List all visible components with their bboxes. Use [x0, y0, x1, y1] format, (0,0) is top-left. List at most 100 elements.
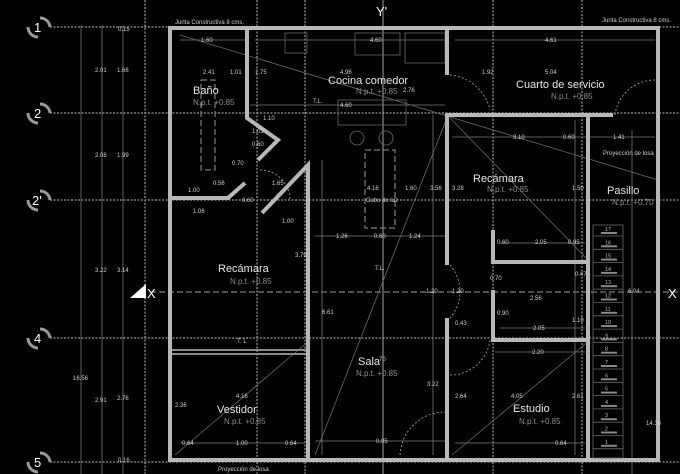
section-label-left: X — [147, 286, 156, 301]
stair-step-number: 14 — [605, 267, 611, 273]
dimension-label: 16.56 — [73, 376, 89, 382]
room-name: Recámara — [218, 263, 270, 275]
dimension-label: 1.75 — [255, 70, 267, 76]
stair-tread — [601, 391, 617, 394]
stair-tread — [601, 431, 617, 434]
sala-superscript: 70 — [379, 357, 386, 363]
stair-step-number: 1 — [605, 440, 608, 446]
stair-tread — [601, 338, 617, 341]
dimension-label: 1.01 — [252, 129, 264, 135]
dimension-label: 2.08 — [95, 153, 107, 159]
stair-step-number: 7 — [605, 360, 608, 366]
annotations: Junta Constructiva 8 cms. Junta Construc… — [175, 18, 671, 473]
dimension-label: 1.01 — [230, 70, 242, 76]
stair-tread — [601, 285, 617, 288]
proyeccion-note: Proyección de losa — [603, 151, 654, 157]
stair-outline — [592, 224, 624, 459]
dimension-label: 4.16 — [367, 186, 379, 192]
room-level: N.p.t. +0.85 — [551, 92, 593, 101]
proyeccion-note: Proyección de losa — [218, 467, 269, 473]
dimension-label: 1.60 — [201, 38, 213, 44]
dimension-label: 3.14 — [117, 268, 129, 274]
dimension-label: 3.22 — [427, 382, 439, 388]
dimension-label: 0.70 — [232, 161, 244, 167]
stair-tread — [601, 298, 617, 301]
dimension-label: 2.76 — [403, 88, 415, 94]
tl-note: T.L. — [375, 266, 385, 272]
dimension-label: 1.60 — [405, 186, 417, 192]
dimension-label: 2.01 — [95, 68, 107, 74]
dimension-label: 0.05 — [376, 439, 388, 445]
axis-label: 5 — [34, 455, 41, 470]
room-name: Pasillo — [607, 185, 639, 197]
room-name: Estudio — [513, 403, 550, 415]
dimension-label: 1.24 — [409, 234, 421, 240]
dimension-label: 4.16 — [236, 394, 248, 400]
dimension-label: 2.56 — [530, 296, 542, 302]
dimension-label: 1.92 — [482, 70, 494, 76]
dimension-label: 0.56 — [213, 181, 225, 187]
stair-tread — [601, 311, 617, 314]
dimension-label: 14.36 — [646, 421, 662, 427]
dimension-label: 4.60 — [340, 103, 352, 109]
dimension-label: 1.00 — [236, 441, 248, 447]
stair-tread — [601, 418, 617, 421]
dimension-label: 0.64 — [182, 441, 194, 447]
room-level: N.p.t. +0.70 — [612, 198, 654, 207]
stair-step-number: 8 — [605, 347, 608, 353]
dimension-label: 2.20 — [532, 350, 544, 356]
room-level: N.p.t. +0.85 — [487, 185, 529, 194]
stair-tread — [601, 232, 617, 234]
dimension-label: 1.06 — [193, 209, 205, 215]
room-name: Sala — [358, 356, 381, 368]
dimension-label: 4.60 — [370, 38, 382, 44]
dimension-label: 0.90 — [497, 311, 509, 317]
dimension-label: 0.47 — [575, 272, 587, 278]
stair-tread — [601, 404, 617, 407]
dimension-label: 1.99 — [117, 153, 129, 159]
dimension-label: 1.41 — [613, 135, 625, 141]
stair-step-number: 17 — [605, 227, 611, 233]
stair-tread — [601, 271, 617, 274]
walls — [168, 26, 660, 462]
dimension-label: 6.61 — [322, 310, 334, 316]
axis-marker-5: 5 — [26, 451, 52, 474]
stair-step-number: 16 — [605, 240, 611, 246]
tl-note: T.L. — [313, 99, 323, 105]
dimension-label: 1.10 — [572, 318, 584, 324]
dimension-label: 0.60 — [563, 135, 575, 141]
stair-step-number: 15 — [605, 254, 611, 260]
axis-label: 4 — [34, 331, 41, 346]
junta-note: Junta Constructiva 8 cms. — [175, 20, 244, 26]
dimension-label: 0.70 — [490, 276, 502, 282]
dimension-label: 3.22 — [95, 268, 107, 274]
axis-marker-1: 1 — [26, 16, 52, 39]
room-name: Cuarto de servicio — [516, 79, 605, 91]
room-name: Cocina comedor — [328, 75, 408, 87]
cubo-note: Cubo de luz — [366, 198, 398, 204]
dimension-label: 3.56 — [430, 186, 442, 192]
dimension-label: 3.79 — [295, 253, 307, 259]
dimension-label: 0.60 — [374, 234, 386, 240]
axis-label-y: Y' — [376, 4, 387, 19]
dimension-label: 5.04 — [545, 70, 557, 76]
room-level: N.p.t. +0.85 — [356, 369, 398, 378]
room-level: N.p.t. +0.85 — [224, 417, 266, 426]
dimension-label: 3.28 — [452, 186, 464, 192]
dimension-label: 0.64 — [285, 441, 297, 447]
dimension-lines — [80, 25, 659, 474]
tl-note: T. L — [237, 339, 247, 345]
room-name: Baño — [193, 85, 219, 97]
stair-step-number: 11 — [605, 307, 611, 313]
section-label-right: X — [668, 286, 677, 301]
dimension-label: 0.60 — [242, 198, 254, 204]
dimension-label: 2.64 — [455, 394, 467, 400]
stair-step-number: 6 — [605, 373, 608, 379]
dimension-label: 2.61 — [572, 394, 584, 400]
dimension-label: 1.26 — [336, 234, 348, 240]
axis-grid — [50, 0, 680, 474]
room-level: N.p.t. +0.85 — [230, 277, 272, 286]
